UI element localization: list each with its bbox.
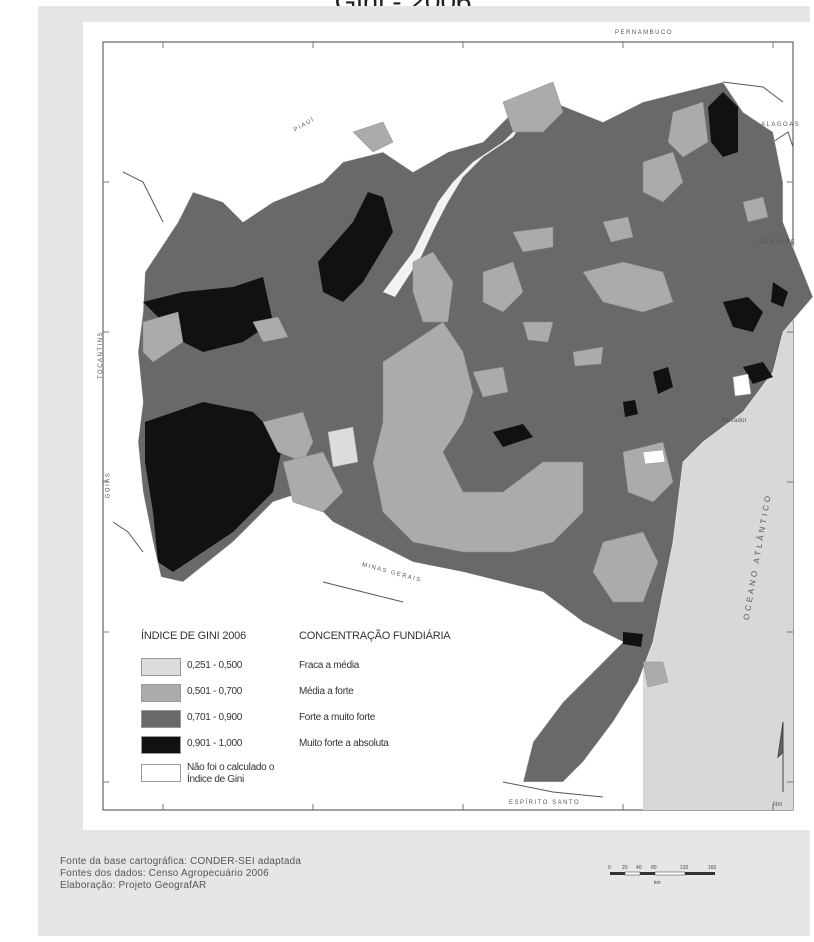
- state-borders: [112, 81, 794, 798]
- scale-label-80: 80: [651, 865, 657, 871]
- region-black-10: [743, 362, 773, 384]
- legend-swatch-3: [141, 710, 181, 728]
- scale-unit: km: [654, 880, 661, 886]
- legend-swatch-no-data: [141, 764, 181, 782]
- legend-range-3: 0,701 - 0,900: [187, 712, 243, 723]
- legend-title-index: ÍNDICE DE GINI 2006: [141, 630, 247, 642]
- region-weak-1: [327, 426, 359, 468]
- legend-range-4: 0,901 - 1,000: [187, 738, 243, 749]
- label-goias: GOIÁS: [105, 471, 112, 499]
- scale-label-20: 20: [622, 865, 628, 871]
- region-nodata-2: [642, 449, 666, 465]
- ocean-area: [643, 322, 793, 810]
- scale-label-40: 40: [636, 865, 642, 871]
- choropleth-map: [102, 41, 813, 811]
- region-black-3: [318, 192, 393, 302]
- legend-title-concentration: CONCENTRAÇÃO FUNDIÁRIA: [299, 630, 451, 642]
- legend-swatch-2: [141, 684, 181, 702]
- scale-label-0: 0: [608, 865, 611, 871]
- credits-line-2: Fontes dos dados: Censo Agropecuário 200…: [60, 868, 269, 879]
- scale-bar: 0 20 40 80 120 160 km: [608, 865, 717, 886]
- label-salvador: Salvador: [721, 418, 748, 424]
- legend-range-2: 0,501 - 0,700: [187, 686, 243, 697]
- credits-line-1: Fonte da base cartográfica: CONDER-SEI a…: [60, 856, 302, 867]
- label-espirito-santo: ESPÍRITO SANTO: [509, 800, 581, 806]
- credits: Fonte da base cartográfica: CONDER-SEI a…: [60, 856, 301, 892]
- credits-line-3: Elaboração: Projeto GeografAR: [60, 880, 207, 891]
- scale-label-120: 120: [680, 865, 689, 871]
- river: [383, 122, 523, 297]
- region-black-6: [771, 282, 788, 307]
- label-sergipe: SERGIPE: [759, 240, 797, 246]
- legend-swatch-1: [141, 658, 181, 676]
- region-black-8: [623, 400, 638, 417]
- label-alagoas: ALAGOAS: [761, 122, 801, 128]
- region-black-4: [708, 92, 738, 157]
- north-arrow-icon: [777, 721, 784, 792]
- region-black-2: [145, 402, 283, 572]
- region-black-5: [723, 297, 763, 332]
- legend-swatch-4: [141, 736, 181, 754]
- label-north: Nm: [773, 802, 783, 808]
- map-sheet: PERNAMBUCO PIAUÍ ALAGOAS SERGIPE TOCANTI…: [38, 6, 813, 936]
- region-nodata-1: [732, 373, 752, 397]
- legend-concentration-4: Muito forte a absoluta: [299, 738, 389, 749]
- legend-concentration-3: Forte a muito forte: [299, 712, 375, 723]
- scale-label-160: 160: [708, 865, 717, 871]
- legend-concentration-2: Média a forte: [299, 686, 354, 697]
- region-black-11: [623, 632, 643, 647]
- legend-range-1: 0,251 - 0,500: [187, 660, 243, 671]
- graticule-ticks: [103, 42, 793, 810]
- label-pernambuco: PERNAMBUCO: [615, 30, 674, 36]
- legend-concentration-1: Fraca a média: [299, 660, 360, 671]
- region-black-7: [653, 367, 673, 394]
- label-tocantins: TOCANTINS: [98, 330, 105, 380]
- legend-no-data-label: Não foi o calculado o Índice de Gini: [187, 762, 275, 785]
- region-black-9: [493, 424, 533, 447]
- map-frame: PERNAMBUCO PIAUÍ ALAGOAS SERGIPE TOCANTI…: [83, 22, 813, 830]
- region-west: [137, 81, 813, 783]
